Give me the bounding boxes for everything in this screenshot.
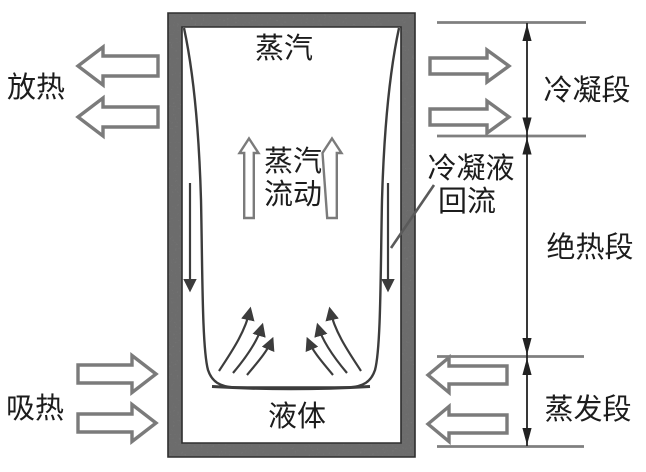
condensate-return-label-line1: 冷凝液 bbox=[427, 151, 514, 185]
dim-arrowhead-down-adiabatic bbox=[522, 338, 532, 355]
condenser-out-arrow-1 bbox=[428, 46, 512, 86]
heat-absorb-arrow-1 bbox=[76, 352, 159, 396]
adiabatic-section-label: 绝热段 bbox=[546, 230, 633, 264]
dim-arrowhead-down-bottom bbox=[522, 428, 532, 445]
evaporation-stream-arrows bbox=[218, 306, 362, 376]
heat-release-label: 放热 bbox=[7, 70, 65, 104]
condenser-out-arrow-2 bbox=[428, 97, 512, 137]
evaporation-arrow bbox=[325, 306, 362, 372]
heat-release-arrow-2 bbox=[75, 94, 160, 140]
evaporation-arrow bbox=[246, 336, 275, 376]
evaporation-arrow bbox=[218, 306, 255, 372]
pipe-wall-inner-edge bbox=[181, 26, 402, 444]
condensate-return-label-line2: 回流 bbox=[438, 184, 496, 218]
dim-arrowhead-down-condenser bbox=[522, 117, 532, 135]
heat-absorb-arrow-2 bbox=[76, 401, 159, 445]
evaporation-arrow bbox=[314, 322, 348, 374]
evaporation-arrow bbox=[232, 322, 266, 374]
evaporator-in-arrow-1 bbox=[425, 353, 509, 397]
dim-arrowhead-up-top bbox=[522, 24, 532, 41]
vapor-flow-label-line2: 流动 bbox=[264, 177, 322, 211]
pipe-wall-outer-edge bbox=[167, 12, 416, 458]
dim-arrowhead-up-evaporator bbox=[522, 358, 532, 375]
vapor-flow-up-arrow-right bbox=[321, 136, 344, 220]
heat-absorb-label: 吸热 bbox=[6, 391, 64, 425]
pipe-wall bbox=[168, 13, 415, 457]
liquid-pool-surface bbox=[211, 384, 371, 391]
evaporation-arrow bbox=[305, 336, 334, 376]
condensate-return-leader-line bbox=[389, 184, 436, 249]
evaporator-in-arrow-2 bbox=[425, 402, 509, 446]
vapor-flow-label-line1: 蒸汽 bbox=[264, 144, 322, 178]
condenser-section-label: 冷凝段 bbox=[543, 73, 630, 107]
vapor-label: 蒸汽 bbox=[255, 31, 313, 65]
heat-release-arrow-1 bbox=[75, 43, 160, 89]
evaporator-section-label: 蒸发段 bbox=[544, 392, 631, 426]
dim-arrowhead-up-adiabatic bbox=[522, 137, 532, 155]
liquid-label: 液体 bbox=[268, 399, 326, 433]
vapor-flow-up-arrow-left bbox=[237, 136, 261, 220]
